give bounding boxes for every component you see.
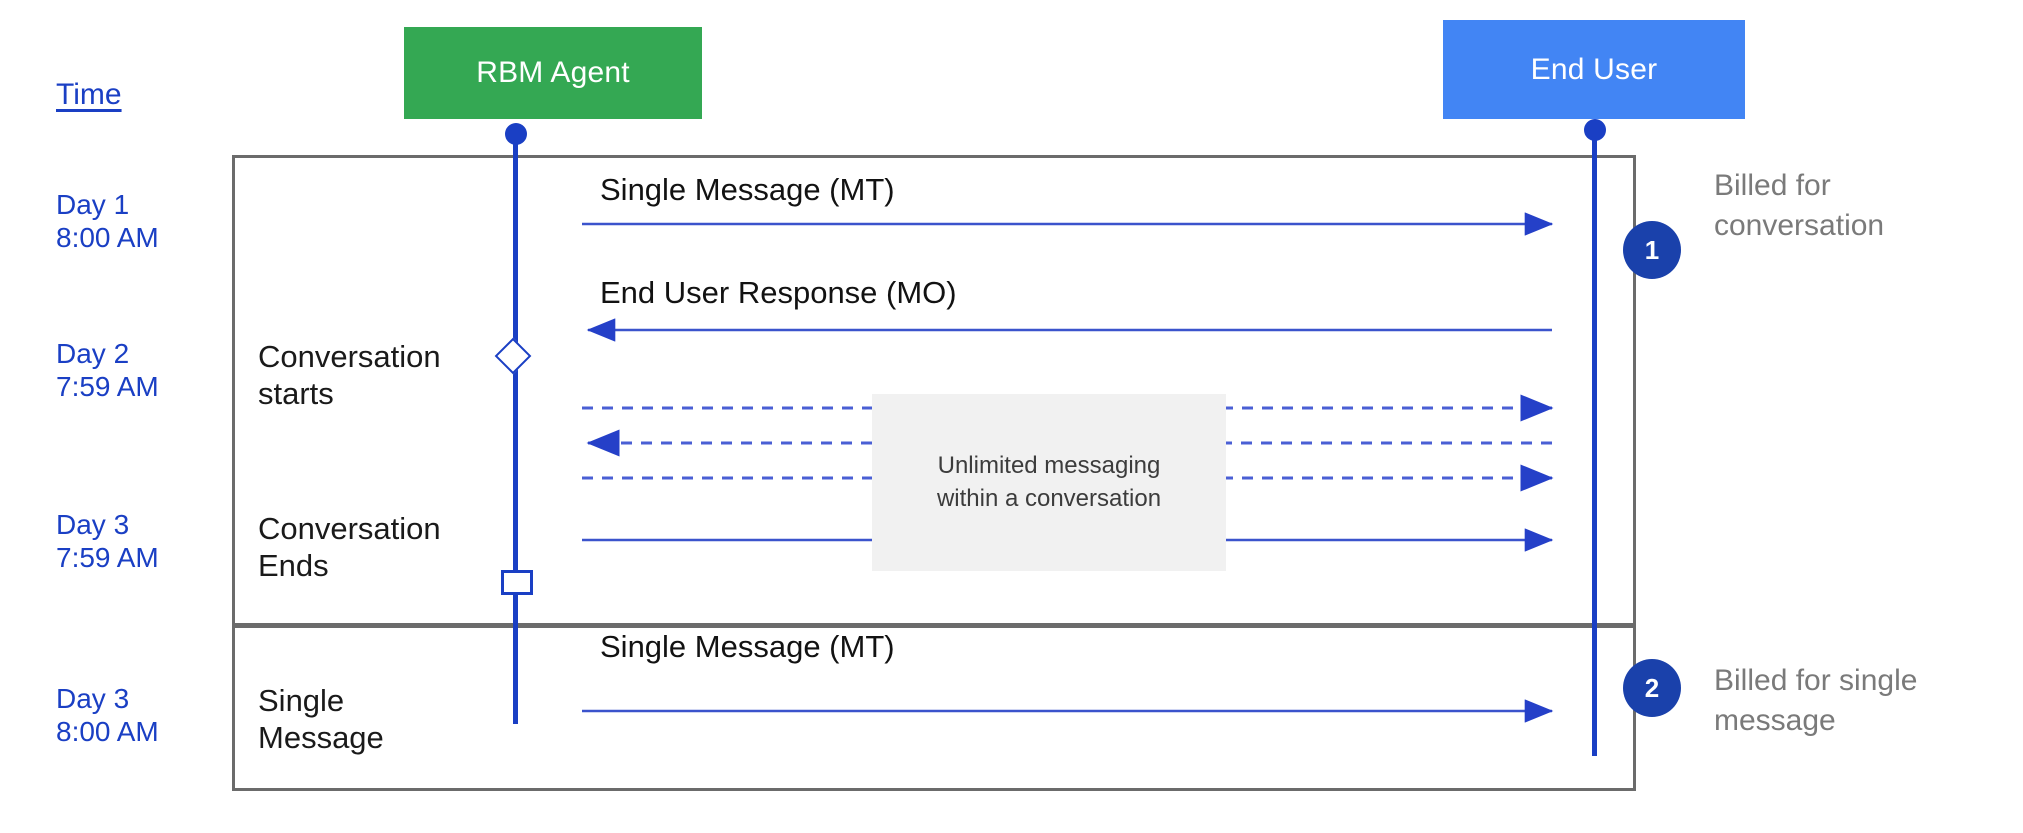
message-caption-end-user-response-mo: End User Response (MO) [600,275,957,310]
conversation-end-square-icon [501,570,533,595]
time-label-day3-800am: Day 3 8:00 AM [56,683,159,748]
stage-label-conversation-ends: Conversation Ends [258,511,441,584]
time-column-heading: Time [56,78,122,111]
time-label-day3-759am: Day 3 7:59 AM [56,509,159,574]
conversation-group-box [232,155,1636,626]
billing-badge-1: 1 [1623,221,1681,279]
message-caption-single-message-mt-2: Single Message (MT) [600,629,895,664]
stage-label-conversation-starts: Conversation starts [258,339,441,412]
time-label-day2-759am: Day 2 7:59 AM [56,338,159,403]
stage-label-single-message: Single Message [258,683,384,756]
end-user-lifeline [1592,133,1597,756]
rbm-agent-lifeline-dot [505,123,527,145]
rbm-agent-lifeline [513,133,518,724]
actor-rbm-agent[interactable]: RBM Agent [404,27,702,119]
actor-end-user[interactable]: End User [1443,20,1745,119]
billing-badge-2: 2 [1623,659,1681,717]
billing-note-conversation: Billed for conversation [1714,169,1885,242]
end-user-lifeline-dot [1584,119,1606,141]
unlimited-messaging-note: Unlimited messaging within a conversatio… [872,394,1226,571]
message-caption-single-message-mt-1: Single Message (MT) [600,172,895,207]
billing-note-single-message: Billed for single message [1714,664,1918,737]
single-message-group-box [232,625,1636,791]
actor-rbm-agent-label: RBM Agent [476,56,630,89]
time-label-day1-800am: Day 1 8:00 AM [56,189,159,254]
actor-end-user-label: End User [1530,52,1658,86]
